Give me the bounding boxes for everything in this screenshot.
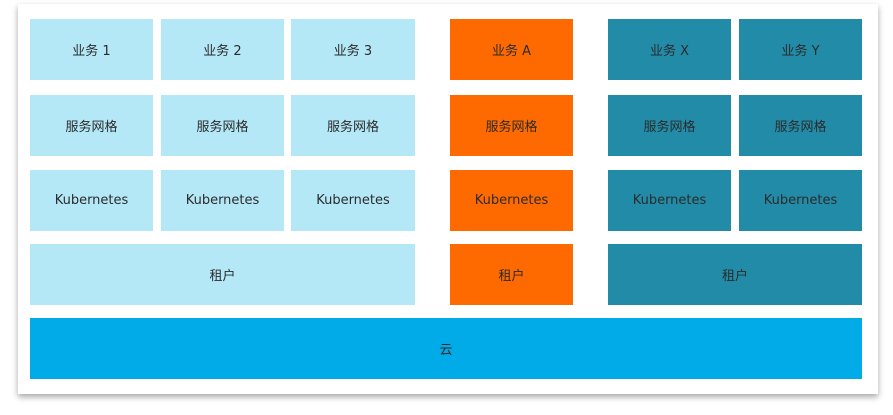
middle-service-box: 业务 A [450,19,573,80]
left-k8s-1-box: Kubernetes [30,170,153,231]
left-service-3-box: 业务 3 [291,19,415,80]
right-k8s-2-box: Kubernetes [739,170,862,231]
left-mesh-1-box: 服务网格 [30,95,153,156]
middle-mesh-box: 服务网格 [450,95,573,156]
middle-k8s-box: Kubernetes [450,170,573,231]
right-mesh-2-box: 服务网格 [739,95,862,156]
right-service-y-box: 业务 Y [739,19,862,80]
cloud-box: 云 [30,318,862,379]
left-tenant-box: 租户 [30,244,415,305]
left-service-2-box: 业务 2 [161,19,284,80]
left-mesh-3-box: 服务网格 [291,95,415,156]
right-mesh-1-box: 服务网格 [608,95,731,156]
right-tenant-box: 租户 [608,244,862,305]
left-k8s-3-box: Kubernetes [291,170,415,231]
right-service-x-box: 业务 X [608,19,731,80]
left-k8s-2-box: Kubernetes [161,170,284,231]
left-service-1-box: 业务 1 [30,19,153,80]
middle-tenant-box: 租户 [450,244,573,305]
left-mesh-2-box: 服务网格 [161,95,284,156]
right-k8s-1-box: Kubernetes [608,170,731,231]
